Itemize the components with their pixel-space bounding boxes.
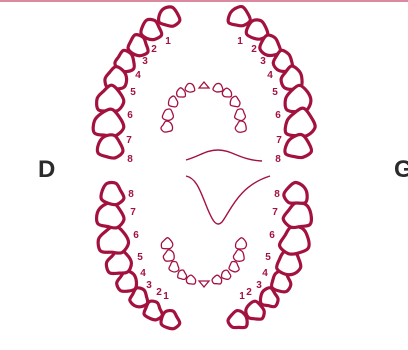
lower-right-arch-number-2: 2 — [246, 287, 252, 298]
lower-left-arch-number-7: 7 — [130, 207, 136, 218]
lower-right-arch-number-5: 5 — [265, 252, 271, 263]
upper-right-tooth-8 — [97, 135, 123, 158]
lower-left-tooth-1 — [228, 311, 247, 328]
upper-left-arch-number-3: 3 — [142, 56, 148, 67]
upper-right-arch-number-6: 6 — [275, 110, 281, 121]
lower-right-tooth-7 — [97, 203, 124, 229]
lower-left-tooth-7 — [283, 203, 311, 228]
upper-left-arch-number-6: 6 — [127, 110, 133, 121]
lower-primary-tooth-right-3 — [169, 262, 179, 272]
lower-primary-incisor — [199, 281, 209, 287]
lower-primary-tooth-right-2 — [178, 270, 187, 279]
upper-left-arch-number-5: 5 — [130, 87, 136, 98]
lower-primary-tooth-left-5 — [236, 238, 247, 249]
side-label-left-patient: G — [394, 158, 408, 182]
lower-right-arch-number-4: 4 — [262, 268, 268, 279]
lower-left-arch-number-4: 4 — [140, 268, 146, 279]
upper-right-arch-number-8: 8 — [275, 154, 281, 165]
upper-right-arch-number-3: 3 — [260, 56, 266, 67]
upper-left-arch-number-7: 7 — [126, 135, 132, 146]
lower-left-arch-number-5: 5 — [137, 252, 143, 263]
lower-primary-tooth-right-4 — [163, 250, 174, 261]
lower-primary-tooth-right-1 — [186, 275, 195, 284]
upper-primary-tooth-left-1 — [213, 83, 223, 91]
upper-left-arch-number-8: 8 — [127, 154, 133, 165]
upper-right-arch-number-4: 4 — [267, 70, 273, 81]
upper-left-tooth-1 — [228, 7, 250, 26]
lower-left-arch-number-8: 8 — [128, 189, 134, 200]
side-label-right-patient: D — [38, 158, 55, 182]
tongue-outline — [186, 176, 270, 224]
lower-right-arch-number-7: 7 — [272, 207, 278, 218]
lower-left-tooth-6 — [280, 227, 310, 255]
upper-left-tooth-8 — [285, 135, 312, 158]
upper-right-arch-number-1: 1 — [237, 36, 243, 47]
upper-primary-tooth-right-2 — [177, 88, 186, 97]
palate-curve — [186, 150, 262, 161]
upper-primary-tooth-right-1 — [185, 83, 195, 92]
upper-primary-tooth-left-3 — [230, 96, 240, 107]
upper-right-arch-number-5: 5 — [272, 87, 278, 98]
upper-right-arch-number-2: 2 — [251, 44, 257, 55]
upper-primary-tooth-left-5 — [235, 121, 246, 132]
lower-primary-tooth-left-3 — [229, 261, 239, 271]
upper-primary-tooth-right-4 — [162, 109, 173, 120]
lower-right-tooth-6 — [98, 226, 128, 253]
lower-primary-tooth-right-5 — [161, 238, 172, 249]
upper-left-arch-number-1: 1 — [165, 36, 171, 47]
upper-primary-tooth-left-2 — [222, 88, 231, 97]
upper-primary-tooth-left-4 — [235, 109, 246, 121]
lower-right-arch-number-6: 6 — [269, 230, 275, 241]
lower-left-tooth-8 — [284, 182, 307, 203]
lower-left-arch-number-2: 2 — [156, 287, 162, 298]
lower-left-arch-number-3: 3 — [146, 280, 152, 291]
lower-primary-tooth-left-1 — [212, 275, 222, 284]
upper-primary-tooth-right-5 — [161, 121, 173, 132]
lower-right-tooth-1 — [161, 311, 180, 329]
upper-primary-tooth-right-3 — [168, 96, 177, 107]
lower-left-arch-number-6: 6 — [133, 230, 139, 241]
lower-right-arch-number-8: 8 — [274, 189, 280, 200]
lower-primary-tooth-left-4 — [233, 250, 244, 262]
lower-left-arch-number-1: 1 — [163, 291, 169, 302]
upper-right-tooth-7 — [93, 109, 124, 136]
lower-right-tooth-8 — [101, 182, 124, 204]
lower-right-arch-number-1: 1 — [239, 291, 245, 302]
lower-primary-tooth-left-2 — [222, 270, 231, 279]
upper-left-arch-number-2: 2 — [151, 44, 157, 55]
lower-right-arch-number-3: 3 — [256, 280, 262, 291]
upper-primary-incisor — [199, 82, 209, 88]
upper-right-arch-number-7: 7 — [276, 135, 282, 146]
upper-left-arch-number-4: 4 — [135, 70, 141, 81]
upper-right-tooth-1 — [159, 7, 180, 26]
